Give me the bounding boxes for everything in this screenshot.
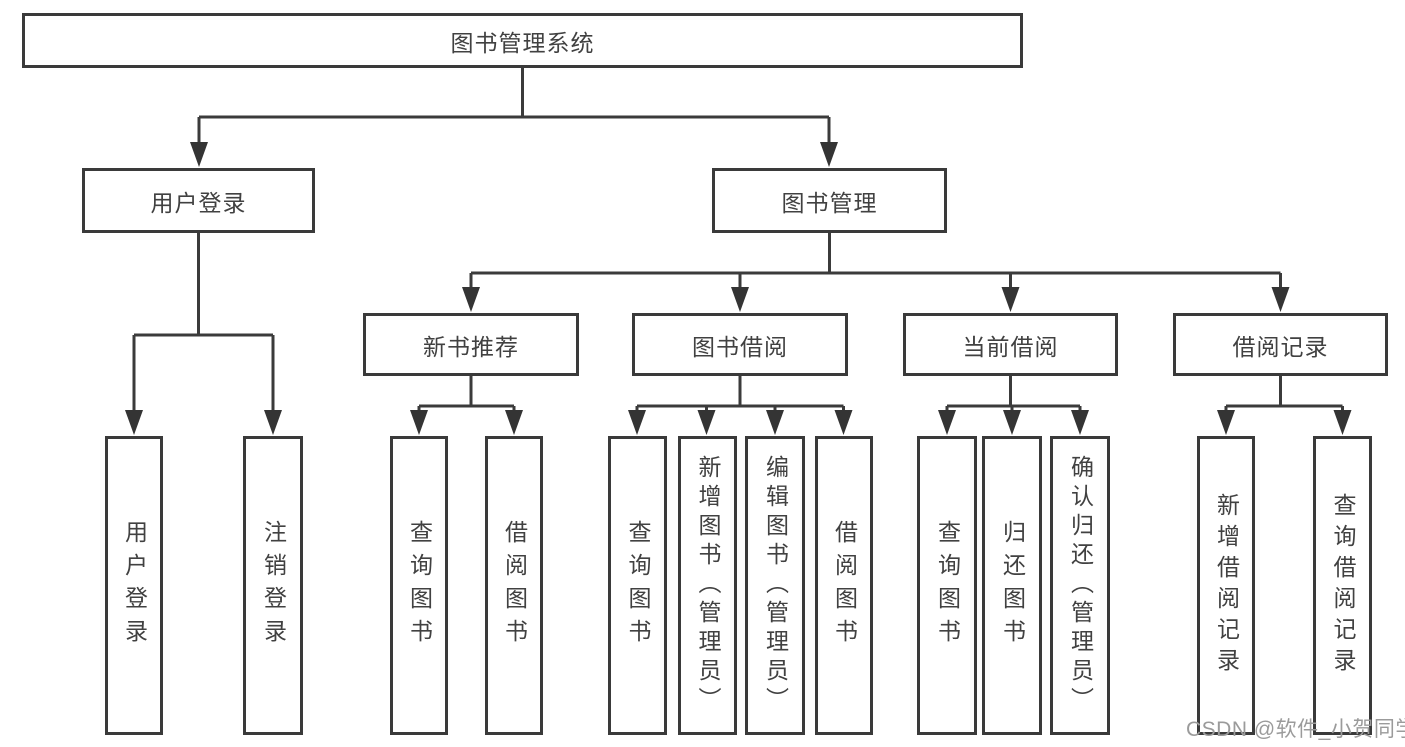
node-label: 查询图书 bbox=[934, 519, 961, 652]
node-logout: 注销登录 bbox=[243, 436, 303, 735]
node-book-borrow: 图书借阅 bbox=[632, 313, 848, 376]
node-add-borrow-record: 新增借阅记录 bbox=[1197, 436, 1255, 735]
node-new-book-recommend: 新书推荐 bbox=[363, 313, 579, 376]
node-label: 新增借阅记录 bbox=[1213, 492, 1240, 679]
node-current-borrow: 当前借阅 bbox=[903, 313, 1118, 376]
node-library-management-system: 图书管理系统 bbox=[22, 13, 1023, 68]
node-label: 借阅图书 bbox=[831, 519, 858, 652]
node-borrow-books-1: 借阅图书 bbox=[485, 436, 543, 735]
node-label: 查询图书 bbox=[625, 519, 651, 652]
node-borrow-records: 借阅记录 bbox=[1173, 313, 1388, 376]
csdn-watermark: CSDN @软件_小贺同学 bbox=[1186, 718, 1405, 741]
node-label: 查询借阅记录 bbox=[1330, 492, 1356, 679]
node-add-books-admin: 新增图书（管理员） bbox=[678, 436, 737, 735]
node-book-management: 图书管理 bbox=[712, 168, 947, 233]
node-label: 编辑图书（管理员） bbox=[762, 455, 789, 716]
node-query-borrow-record: 查询借阅记录 bbox=[1313, 436, 1372, 735]
node-label: 用户登录 bbox=[150, 189, 247, 216]
node-query-books-2: 查询图书 bbox=[608, 436, 667, 735]
node-label: 用户登录 bbox=[121, 519, 148, 652]
node-label: 新书推荐 bbox=[423, 333, 519, 360]
node-return-books: 归还图书 bbox=[982, 436, 1042, 735]
node-label: 图书管理系统 bbox=[450, 29, 595, 56]
node-confirm-return-admin: 确认归还（管理员） bbox=[1050, 436, 1110, 735]
node-label: 注销登录 bbox=[260, 519, 287, 652]
node-user-login: 用户登录 bbox=[105, 436, 163, 735]
node-user-login-group: 用户登录 bbox=[82, 168, 315, 233]
node-label: 当前借阅 bbox=[962, 333, 1059, 360]
node-label: 归还图书 bbox=[999, 519, 1026, 652]
node-edit-books-admin: 编辑图书（管理员） bbox=[745, 436, 805, 735]
node-query-books-1: 查询图书 bbox=[390, 436, 448, 735]
node-borrow-books-2: 借阅图书 bbox=[815, 436, 873, 735]
node-label: 图书管理 bbox=[781, 189, 878, 216]
node-label: 借阅图书 bbox=[501, 519, 528, 652]
node-label: 借阅记录 bbox=[1232, 333, 1329, 360]
node-label: 图书借阅 bbox=[692, 333, 788, 360]
node-label: 查询图书 bbox=[406, 519, 433, 652]
node-label: 确认归还（管理员） bbox=[1067, 455, 1094, 716]
node-label: 新增图书（管理员） bbox=[695, 455, 721, 716]
node-query-books-3: 查询图书 bbox=[917, 436, 977, 735]
